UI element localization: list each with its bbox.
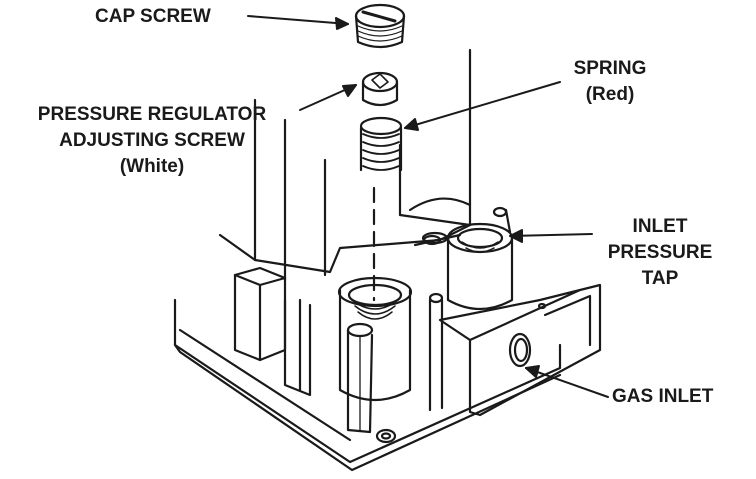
cap-screw	[354, 3, 406, 49]
gas-inlet-label: GAS INLET	[612, 386, 714, 407]
gas-inlet-arrow	[525, 367, 609, 398]
cap-screw-label: CAP SCREW	[95, 6, 211, 27]
alignment-post	[428, 292, 444, 412]
regulator-bore	[337, 276, 413, 401]
inlet-block	[438, 283, 602, 417]
pilot-tube	[346, 322, 374, 434]
pressure-regulator-adjusting-screw	[361, 71, 399, 107]
leader-arrows	[247, 15, 609, 398]
inlet-label-line1: INLET	[632, 216, 688, 237]
inlet-pressure-tap	[446, 222, 514, 310]
inlet-label-line2: PRESSURE	[607, 242, 713, 263]
spring	[359, 116, 403, 172]
inlet-label-line3: TAP	[641, 268, 679, 289]
regulator-label-line1: PRESSURE REGULATOR	[37, 104, 267, 125]
cap-screw-arrow	[247, 15, 349, 25]
regulator-label-line3: (White)	[119, 156, 185, 177]
spring-label-line2: (Red)	[585, 84, 635, 105]
inlet-tap-arrow	[509, 233, 593, 237]
spring-label-line1: SPRING	[573, 58, 647, 79]
regulator-label-line2: ADJUSTING SCREW	[59, 130, 245, 151]
solenoid-blocks	[233, 266, 312, 397]
spring-arrow	[404, 81, 561, 129]
base-plate	[173, 298, 562, 472]
